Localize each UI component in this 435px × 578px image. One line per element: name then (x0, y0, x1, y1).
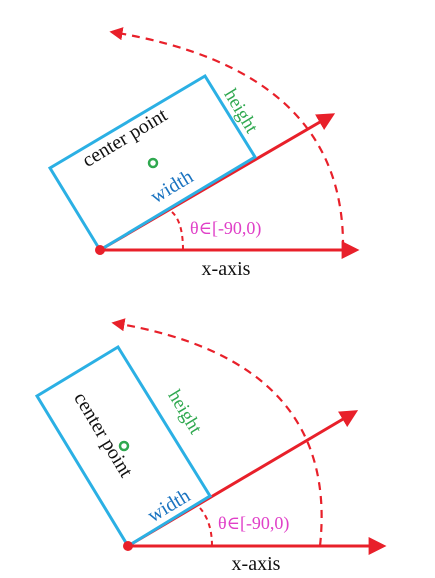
top-origin-dot (95, 245, 105, 255)
top-angle-arc (171, 211, 184, 251)
bottom-bounding-box (34, 344, 213, 549)
bottom-angle-label: θ∈[-90,0) (218, 513, 289, 534)
top-bounding-box (47, 73, 258, 253)
top-axis-label: x-axis (202, 258, 251, 280)
bottom-diagram: center point width height θ∈[-90,0) x-ax… (34, 318, 387, 575)
top-center-dot (147, 157, 159, 169)
top-angle-label: θ∈[-90,0) (190, 218, 261, 239)
bottom-center-dot (118, 440, 130, 452)
bottom-rotation-arc (111, 318, 323, 547)
top-width-label: width (147, 166, 197, 208)
top-diagram: center point width height θ∈[-90,0) x-ax… (47, 27, 360, 280)
bottom-angle-arc (199, 507, 213, 547)
bottom-axis-label: x-axis (232, 553, 281, 575)
top-rotation-arc (109, 27, 345, 249)
bottom-origin-dot (123, 541, 133, 551)
